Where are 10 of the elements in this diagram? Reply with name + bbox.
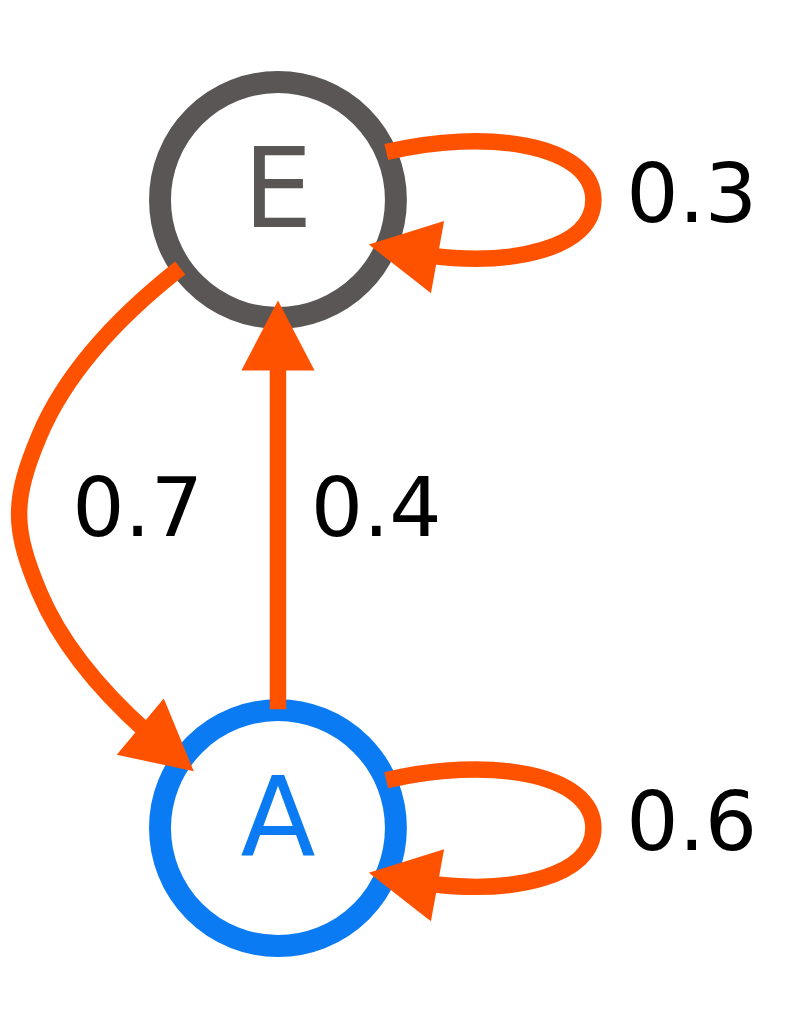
edge-label: 0.7 <box>72 459 204 555</box>
arrow <box>241 300 315 710</box>
edge-label: 0.4 <box>310 459 442 555</box>
arrow <box>10 261 194 772</box>
node-circle: E <box>149 71 407 329</box>
edge-label: 0.3 <box>626 145 758 241</box>
arrow <box>368 133 602 294</box>
node-circle: A <box>149 699 407 957</box>
arrow <box>368 761 602 922</box>
edge-label: 0.6 <box>626 774 758 870</box>
